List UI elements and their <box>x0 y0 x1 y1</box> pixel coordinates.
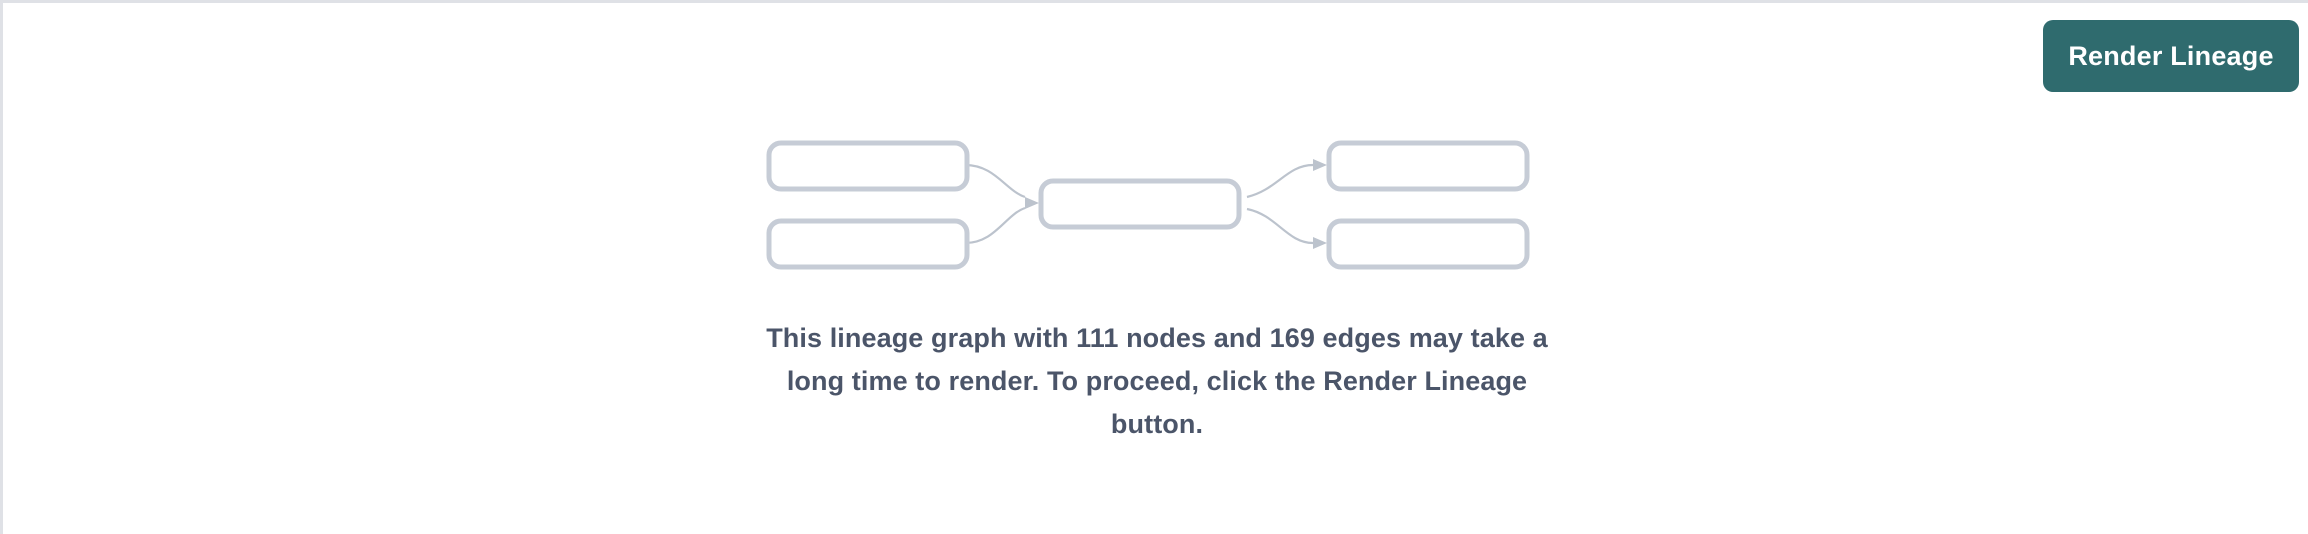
placeholder-node-downstream-bottom <box>1326 218 1530 270</box>
arrowhead-into-downstream-top <box>1313 159 1327 171</box>
edge-upstream-bottom-to-focus <box>964 206 1026 245</box>
lineage-empty-message: This lineage graph with 111 nodes and 16… <box>766 323 1548 439</box>
edge-focus-to-downstream-bottom <box>1246 207 1314 245</box>
placeholder-node-upstream-top <box>766 140 970 192</box>
edge-upstream-top-to-focus <box>964 163 1026 199</box>
placeholder-node-upstream-bottom <box>766 218 970 270</box>
render-lineage-button[interactable]: Render Lineage <box>2043 20 2299 92</box>
placeholder-node-focus <box>1038 178 1242 230</box>
arrowhead-into-downstream-bottom <box>1313 237 1327 249</box>
lineage-placeholder-graph <box>766 140 1530 270</box>
arrowhead-into-focus <box>1025 197 1039 209</box>
edge-focus-to-downstream-top <box>1246 163 1314 199</box>
placeholder-node-downstream-top <box>1326 140 1530 192</box>
lineage-empty-state: This lineage graph with 111 nodes and 16… <box>3 123 2308 446</box>
